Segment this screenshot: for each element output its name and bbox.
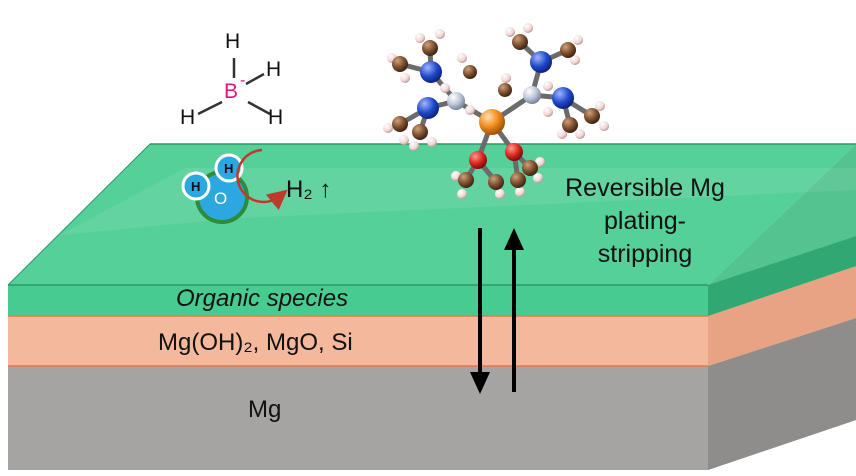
plating-stripping-arrows xyxy=(470,228,524,394)
bh4-charge: - xyxy=(240,72,246,89)
reversible-plating-label: Reversible Mg plating-stripping xyxy=(565,174,725,268)
water-oxygen: O xyxy=(214,189,228,208)
bh4-hydrogen-bottom-right: H xyxy=(268,106,284,129)
bh4-boron: B xyxy=(224,80,239,103)
borohydride-ion xyxy=(197,58,271,116)
water-molecule xyxy=(181,148,288,224)
bh4-hydrogen-right: H xyxy=(266,58,282,81)
oxide-layer-label: Mg(OH)₂, MgO, Si xyxy=(158,329,353,356)
water-hydrogen-left: H xyxy=(191,179,201,194)
water-hydrogen-top: H xyxy=(224,161,234,176)
bh4-hydrogen-top: H xyxy=(225,30,241,53)
mg-complex-molecule xyxy=(383,23,609,199)
hydrogen-evolution-label: H₂ ↑ xyxy=(286,176,332,203)
organic-species-label: Organic species xyxy=(176,285,349,312)
bh4-hydrogen-left: H xyxy=(180,106,196,129)
mg-substrate-label: Mg xyxy=(248,396,282,423)
